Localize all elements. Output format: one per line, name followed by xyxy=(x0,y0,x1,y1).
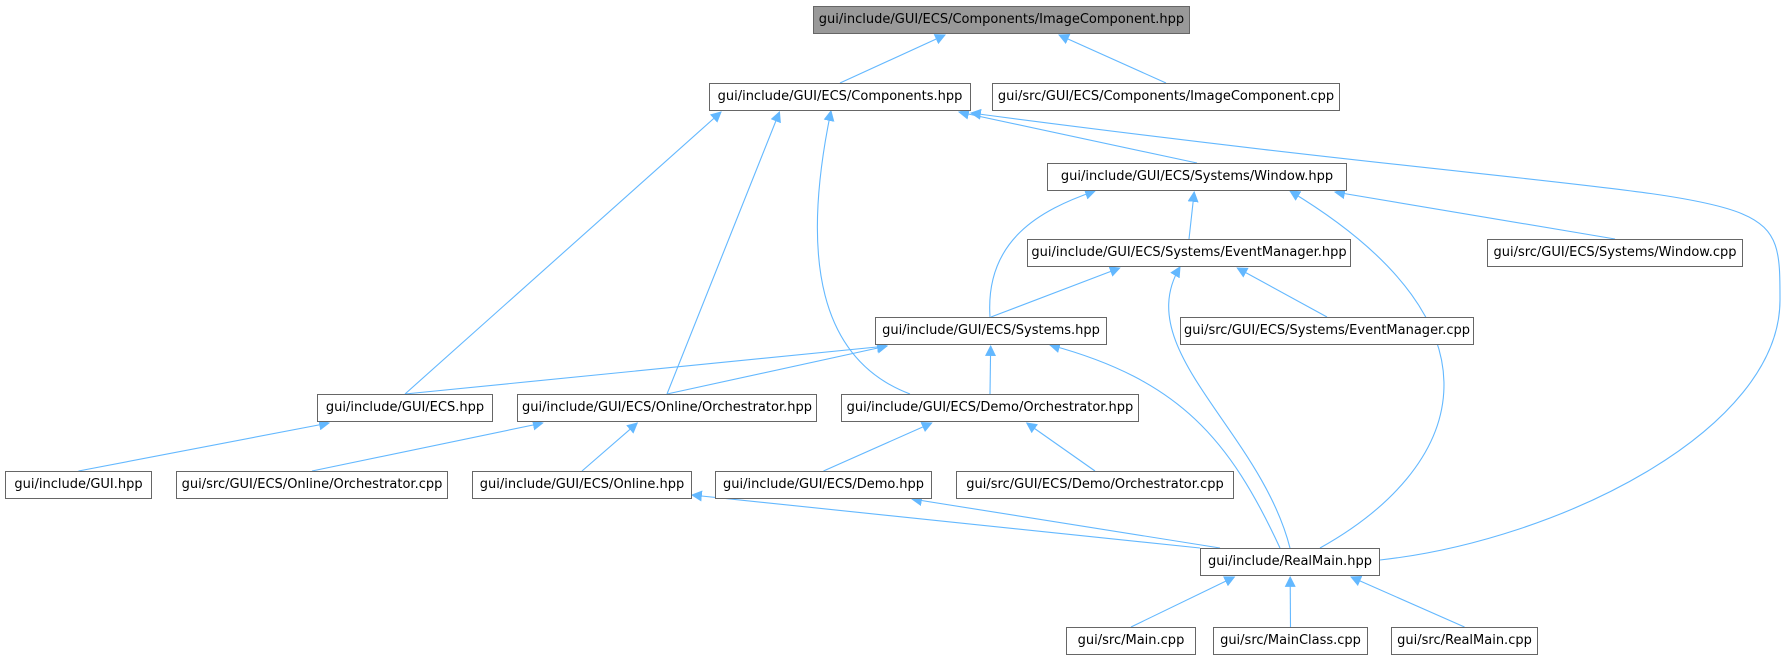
edge-realmain-hpp-to-online-hpp xyxy=(690,490,1201,549)
node-window-hpp[interactable]: gui/include/GUI/ECS/Systems/Window.hpp xyxy=(1047,163,1347,191)
node-event-manager-cpp[interactable]: gui/src/GUI/ECS/Systems/EventManager.cpp xyxy=(1180,317,1474,345)
node-online-orchestrator-hpp[interactable]: gui/include/GUI/ECS/Online/Orchestrator.… xyxy=(517,394,817,422)
edge-event-manager-cpp-to-event-manager-hpp xyxy=(1236,267,1328,318)
node-systems-hpp[interactable]: gui/include/GUI/ECS/Systems.hpp xyxy=(875,317,1107,345)
edge-realmain-cpp-to-realmain-hpp xyxy=(1350,575,1465,628)
node-gui-hpp[interactable]: gui/include/GUI.hpp xyxy=(5,471,152,499)
edge-systems-hpp-to-event-manager-hpp xyxy=(990,266,1121,318)
node-online-orchestrator-cpp[interactable]: gui/src/GUI/ECS/Online/Orchestrator.cpp xyxy=(176,471,448,499)
edge-realmain-hpp-to-event-manager-hpp xyxy=(1168,266,1291,549)
edge-ecs-hpp-to-systems-hpp xyxy=(404,341,889,395)
edge-ecs-hpp-to-components-hpp xyxy=(404,111,722,395)
edge-online-orchestrator-hpp-to-components-hpp xyxy=(666,110,781,395)
node-demo-orchestrator-hpp[interactable]: gui/include/GUI/ECS/Demo/Orchestrator.hp… xyxy=(841,394,1139,422)
edge-realmain-hpp-to-systems-hpp xyxy=(1048,342,1281,549)
node-image-component-cpp[interactable]: gui/src/GUI/ECS/Components/ImageComponen… xyxy=(992,83,1340,111)
node-components-hpp[interactable]: gui/include/GUI/ECS/Components.hpp xyxy=(709,83,971,111)
edge-realmain-hpp-to-window-hpp xyxy=(1289,190,1445,549)
node-window-cpp[interactable]: gui/src/GUI/ECS/Systems/Window.cpp xyxy=(1487,239,1743,267)
node-image-component-hpp: gui/include/GUI/ECS/Components/ImageComp… xyxy=(813,6,1190,34)
node-main-cpp[interactable]: gui/src/Main.cpp xyxy=(1066,627,1196,655)
node-demo-hpp[interactable]: gui/include/GUI/ECS/Demo.hpp xyxy=(715,471,932,499)
edge-components-hpp-to-image-component-hpp xyxy=(839,34,946,84)
dependency-edges xyxy=(78,34,1781,628)
node-online-hpp[interactable]: gui/include/GUI/ECS/Online.hpp xyxy=(472,471,692,499)
edge-realmain-hpp-to-components-hpp xyxy=(969,108,1781,561)
node-mainclass-cpp[interactable]: gui/src/MainClass.cpp xyxy=(1213,627,1368,655)
edge-demo-orchestrator-hpp-to-components-hpp xyxy=(816,109,911,395)
node-demo-orchestrator-cpp[interactable]: gui/src/GUI/ECS/Demo/Orchestrator.cpp xyxy=(956,471,1234,499)
edge-gui-hpp-to-ecs-hpp xyxy=(78,419,331,472)
edge-online-hpp-to-online-orchestrator-hpp xyxy=(581,422,639,472)
edge-realmain-hpp-to-demo-hpp xyxy=(910,495,1221,549)
edge-window-cpp-to-window-hpp xyxy=(1333,188,1616,240)
edge-online-orchestrator-cpp-to-online-orchestrator-hpp xyxy=(311,419,544,472)
edge-demo-hpp-to-demo-orchestrator-hpp xyxy=(823,421,933,472)
edge-demo-orchestrator-cpp-to-demo-orchestrator-hpp xyxy=(1025,422,1096,472)
edge-main-cpp-to-realmain-hpp xyxy=(1130,576,1236,628)
edge-online-orchestrator-hpp-to-systems-hpp xyxy=(666,342,889,395)
node-ecs-hpp[interactable]: gui/include/GUI/ECS.hpp xyxy=(317,394,493,422)
edge-window-hpp-to-components-hpp xyxy=(957,108,1198,164)
edge-demo-orchestrator-hpp-to-systems-hpp xyxy=(985,344,997,395)
edge-systems-hpp-to-window-hpp xyxy=(989,189,1097,318)
edge-image-component-cpp-to-image-component-hpp xyxy=(1058,34,1167,84)
node-realmain-hpp[interactable]: gui/include/RealMain.hpp xyxy=(1200,548,1380,576)
edge-event-manager-hpp-to-window-hpp xyxy=(1187,190,1199,240)
node-event-manager-hpp[interactable]: gui/include/GUI/ECS/Systems/EventManager… xyxy=(1027,239,1351,267)
node-realmain-cpp[interactable]: gui/src/RealMain.cpp xyxy=(1391,627,1538,655)
